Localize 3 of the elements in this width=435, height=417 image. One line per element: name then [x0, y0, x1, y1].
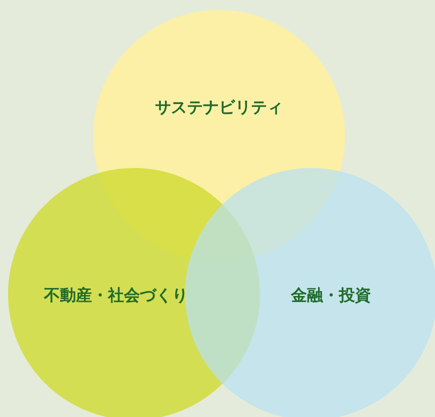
- circle-label: 不動産・社会づくり: [44, 286, 188, 306]
- circle-label: サステナビリティ: [155, 98, 283, 118]
- circle-label: 金融・投資: [291, 286, 371, 306]
